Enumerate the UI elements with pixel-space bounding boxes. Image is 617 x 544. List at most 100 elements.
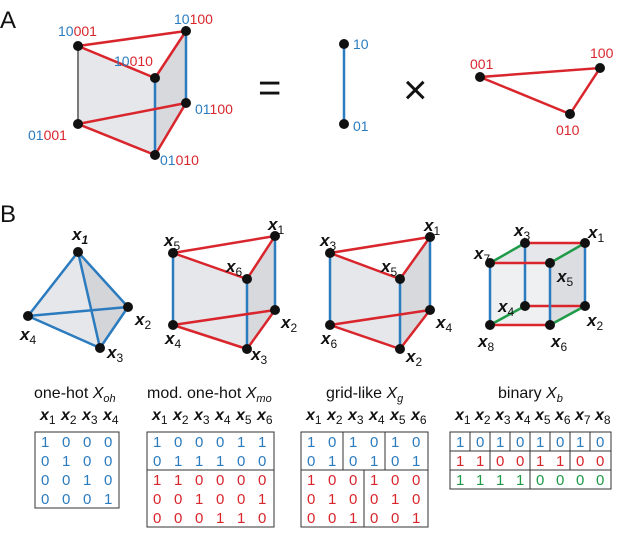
matrix-header: x4 [368,407,385,427]
encoding-title: grid-like Xg [326,385,404,405]
matrix-cell: 0 [556,434,564,451]
matrix-header: x3 [81,407,98,427]
matrix-cell: 1 [258,434,266,451]
vertex-label: x2 [586,311,603,333]
matrix-cell: 1 [174,453,182,470]
matrix-header: x3 [347,407,364,427]
encoding-title: mod. one-hot Xmo [147,385,272,405]
vertex-node [150,150,160,160]
vertex-label: x3 [106,343,123,365]
vertex-node [425,232,435,242]
matrix-cell: 0 [41,472,49,489]
matrix-header: x4 [514,407,531,427]
prism-a-edge [153,102,188,156]
matrix-cell: 1 [476,472,484,489]
prism-edge [329,323,401,351]
matrix-cell: 1 [370,453,378,470]
vertex-label: x1 [587,223,604,245]
matrix-cell: 0 [195,510,203,527]
matrix-cell: 1 [307,472,315,489]
matrix-cell: 1 [216,453,224,470]
matrix-cell: 0 [349,491,357,508]
matrix-header: x1 [454,407,471,427]
matrix-cell: 0 [556,472,564,489]
matrix-cell: 1 [412,453,420,470]
matrix-cell: 1 [516,472,524,489]
matrix-header: x4 [102,407,119,427]
matrix-cell: 1 [237,510,245,527]
prism-edge [172,251,248,281]
cube-edge [489,241,526,265]
vertex-label: x1 [423,216,440,238]
matrix-cell: 0 [83,434,91,451]
segment-label: 01 [353,118,369,134]
segment-label: 10 [353,36,369,52]
matrix-cell: 1 [456,453,464,470]
vertex-label: 10100 [174,11,213,27]
tetra-edge [27,305,129,318]
vertex-label: x4 [435,313,452,335]
vertex-label: 01001 [28,127,67,143]
vertex-node [485,258,495,268]
matrix-cell: 1 [391,491,399,508]
matrix-cell: 0 [516,453,524,470]
matrix-cell: 1 [328,491,336,508]
matrix-cell: 1 [62,453,70,470]
matrix-cell: 1 [153,434,161,451]
matrix-cell: 1 [456,434,464,451]
tetra-edge [27,314,101,350]
vertex-node [395,274,405,284]
prism-edge [245,309,277,350]
binary-cube: x3 x1 x7 x5 x4 x2 x8 x6 [473,221,604,354]
gridlike-prism: x3 x1 x5 x4 x6 x2 [319,216,452,369]
vertex-node [520,238,530,248]
matrix-cell: 1 [476,453,484,470]
matrix-cell: 0 [496,453,504,470]
matrix-header: x8 [594,407,611,427]
vertex-label: x3 [513,221,530,243]
matrix-header: x7 [574,407,591,427]
triangle-label: 100 [590,45,614,61]
vertex-label: x6 [550,332,567,354]
vertex-node [242,274,252,284]
matrix-cell: 0 [412,434,420,451]
matrix-header: x5 [534,407,551,427]
matrix-cell: 0 [83,491,91,508]
panel-a-label: A [0,7,16,34]
cube-edge [549,241,586,265]
prism-edge [399,309,431,350]
vertex-node [73,119,83,129]
matrix-cell: 0 [104,472,112,489]
matrix-header: x4 [214,407,231,427]
matrix-cell: 0 [391,510,399,527]
matrix-header: x2 [474,407,491,427]
prism-a-edge [77,122,156,157]
matrix-cell: 0 [195,434,203,451]
matrix-cell: 0 [104,434,112,451]
matrix-header: x2 [60,407,77,427]
matrix-cell: 0 [412,472,420,489]
prism-edge [329,251,401,281]
matrix-cell: 0 [237,472,245,489]
matrix-box [146,469,275,528]
vertex-label: 01100 [195,101,233,117]
matrix-cell: 1 [412,510,420,527]
vertex-label: x6 [320,329,337,351]
vertex-node [270,305,280,315]
vertex-label: 10001 [58,23,97,39]
prism-edge [398,236,432,280]
cube-face [490,243,585,263]
vertex-node [325,248,335,258]
matrix-cell: 0 [596,434,604,451]
matrix-cell: 0 [153,491,161,508]
matrix-cell: 0 [576,472,584,489]
vertex-label: x2 [134,310,151,332]
vertex-node [425,305,435,315]
matrix-box [300,431,429,471]
prism-a-edge [77,101,187,126]
matrix-header: x1 [151,407,168,427]
matrix-header: x6 [554,407,571,427]
vertex-node [395,344,405,354]
vertex-label: x1 [71,225,88,247]
